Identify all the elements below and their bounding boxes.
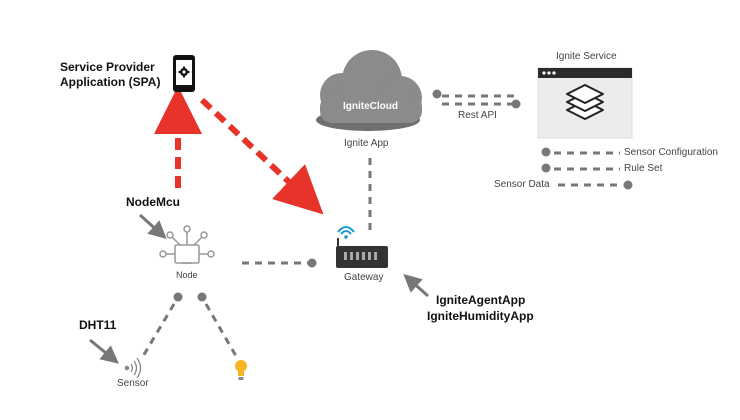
pointer-nodemcu	[138, 213, 167, 240]
cloud-name: IgniteCloud	[343, 101, 398, 112]
router-wifi-icon	[336, 226, 388, 268]
cloud-icon	[316, 50, 422, 131]
service-item-label: Sensor Data	[494, 179, 550, 190]
service-item-dot-1	[541, 147, 551, 157]
sensor-wave-icon	[124, 357, 142, 379]
gateway-app-label: IgniteAgentApp	[436, 293, 526, 307]
gateway-app-label: IgniteHumidityApp	[427, 309, 534, 323]
service-item-label: Sensor Configuration	[624, 147, 718, 158]
spa-label-line2: Application (SPA)	[60, 75, 161, 89]
pointer-apps	[403, 274, 429, 298]
service-item-label: Rule Set	[624, 163, 663, 174]
node-bulb-dot	[197, 292, 207, 302]
dht11-label: DHT11	[79, 318, 117, 332]
service-item-dot-3	[623, 180, 633, 190]
gateway-caption: Gateway	[344, 272, 384, 283]
layers-stack-icon	[566, 84, 604, 120]
link-node-bulb	[204, 303, 238, 357]
node-caption: Node	[176, 270, 198, 280]
nodemcu-label: NodeMcu	[126, 195, 180, 209]
link-node-sensor	[140, 303, 176, 359]
service-title: Ignite Service	[556, 51, 617, 62]
node-sensor-dot	[173, 292, 183, 302]
arrow-spa-to-gateway	[199, 97, 324, 215]
lightbulb-icon	[235, 360, 247, 380]
network-node-icon	[159, 225, 215, 264]
rest-api-label: Rest API	[458, 110, 497, 121]
link-node-gateway-dot	[307, 258, 317, 268]
rest-api-dot-right	[511, 99, 521, 109]
smartphone-gear-icon	[173, 55, 195, 92]
pointer-dht11	[89, 338, 119, 364]
spa-label-line1: Service Provider	[60, 60, 155, 74]
service-item-dot-2	[541, 163, 551, 173]
cloud-caption: Ignite App	[344, 138, 389, 149]
sensor-caption: Sensor	[117, 378, 149, 389]
rest-api-dot-left	[432, 89, 442, 99]
